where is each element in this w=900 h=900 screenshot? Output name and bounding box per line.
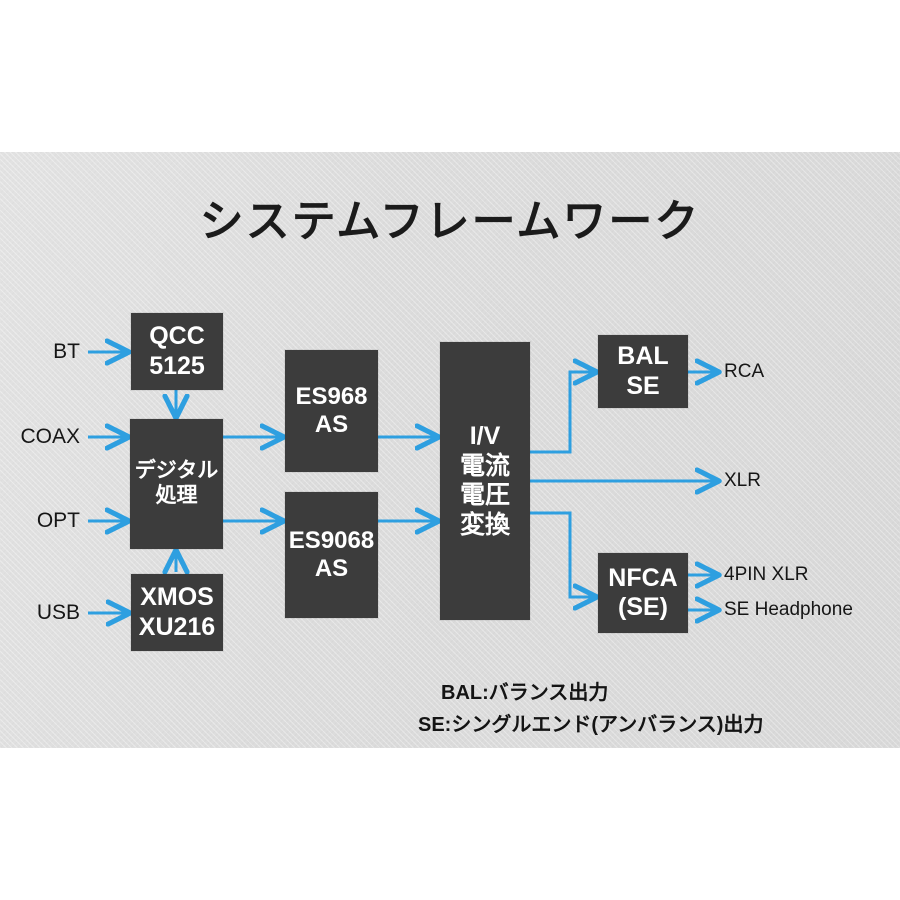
block-iv-converter-line4: 変換: [459, 510, 510, 539]
block-es968as-line1: ES968: [295, 382, 368, 410]
input-label-bt: BT: [53, 340, 80, 363]
block-xmos-xu216-line1: XMOS: [140, 583, 214, 611]
output-label-xlr: XLR: [724, 470, 761, 491]
block-digital-processing-line2: 処理: [155, 484, 198, 507]
block-bal-se-line2: SE: [626, 371, 660, 400]
block-es9068as-line2: AS: [314, 555, 349, 582]
block-nfca-se[interactable]: NFCA (SE): [598, 553, 688, 633]
block-iv-converter-line3: 電圧: [459, 481, 510, 509]
block-es968as-line2: AS: [314, 411, 349, 438]
block-qcc5125-line1: QCC: [149, 322, 205, 350]
legend-se: SE:シングルエンド(アンバランス)出力: [418, 714, 764, 736]
block-bal-se-line1: BAL: [617, 342, 669, 370]
input-label-coax: COAX: [20, 425, 80, 448]
block-es9068as[interactable]: ES9068 AS: [285, 492, 378, 618]
block-iv-converter-line2: 電流: [459, 451, 510, 480]
block-qcc5125[interactable]: QCC 5125: [131, 313, 223, 390]
output-label-rca: RCA: [724, 361, 765, 382]
legend-bal: BAL:バランス出力: [441, 682, 609, 704]
input-label-usb: USB: [36, 601, 80, 624]
block-qcc5125-line2: 5125: [149, 351, 205, 380]
page-title: システムフレームワーク: [199, 197, 701, 246]
block-xmos-xu216-line2: XU216: [138, 612, 216, 641]
input-label-opt: OPT: [36, 509, 80, 532]
block-digital-processing-line1: デジタル: [134, 459, 219, 483]
block-iv-converter[interactable]: I/V 電流 電圧 変換: [440, 342, 530, 620]
block-bal-se[interactable]: BAL SE: [598, 335, 688, 408]
output-label-se-headphone: SE Headphone: [724, 599, 853, 620]
output-label-4pin-xlr: 4PIN XLR: [724, 564, 809, 585]
block-es9068as-line1: ES9068: [288, 526, 375, 554]
block-nfca-se-line1: NFCA: [608, 563, 678, 592]
block-es968as[interactable]: ES968 AS: [285, 350, 378, 472]
block-digital-processing[interactable]: デジタル 処理: [130, 419, 223, 549]
block-iv-converter-line1: I/V: [469, 422, 501, 450]
block-xmos-xu216[interactable]: XMOS XU216: [131, 574, 223, 651]
block-nfca-se-line2: (SE): [618, 593, 668, 621]
